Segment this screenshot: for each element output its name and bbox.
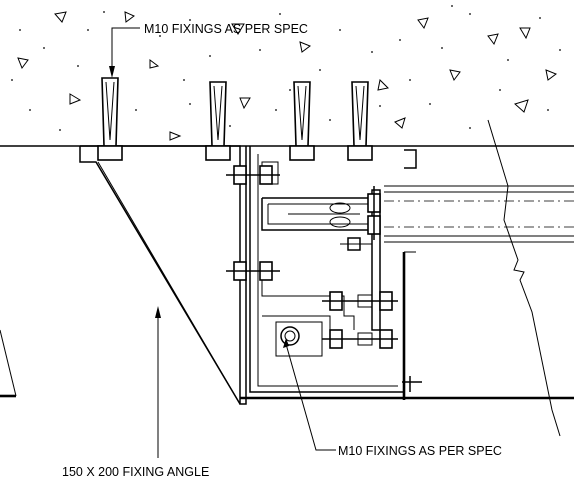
- bottom-fixings-label: M10 FIXINGS AS PER SPEC: [338, 444, 502, 458]
- top-fixings-label: M10 FIXINGS AS PER SPEC: [144, 22, 308, 36]
- bottom-fixings-leader: [285, 343, 336, 451]
- concrete-aggregate-dots: [11, 5, 561, 131]
- top-fixings-arrowhead: [109, 66, 115, 78]
- through-bolt-plate-1: [322, 291, 398, 311]
- angle-label: 150 X 200 FIXING ANGLE: [62, 465, 209, 479]
- anchor-bolt-2: [205, 81, 231, 161]
- anchor-bolts: [97, 77, 373, 161]
- angle-arrowhead: [155, 306, 161, 318]
- anchor-bolt-1: [97, 77, 123, 161]
- annotations: M10 FIXINGS AS PER SPEC M10 FIXINGS AS P…: [62, 22, 502, 479]
- steel-beam: [384, 185, 574, 400]
- anchor-bolt-3: [289, 81, 315, 161]
- top-fixings-leader: [111, 27, 140, 74]
- concrete-aggregate-triangles: [17, 11, 558, 141]
- lower-left-slope: [0, 329, 17, 397]
- bottom-fixings-arrowhead: [283, 338, 289, 348]
- through-bolt-middle: [226, 261, 280, 281]
- through-bolt-plate-2: [322, 329, 398, 349]
- through-bolt-upper: [226, 165, 280, 185]
- through-bolt-channel: [367, 186, 381, 240]
- bracket-assembly: [249, 146, 422, 393]
- through-bolts: [226, 165, 398, 349]
- anchor-bolt-4: [347, 81, 373, 161]
- break-line: [487, 119, 561, 437]
- fixing-angle: [79, 145, 247, 405]
